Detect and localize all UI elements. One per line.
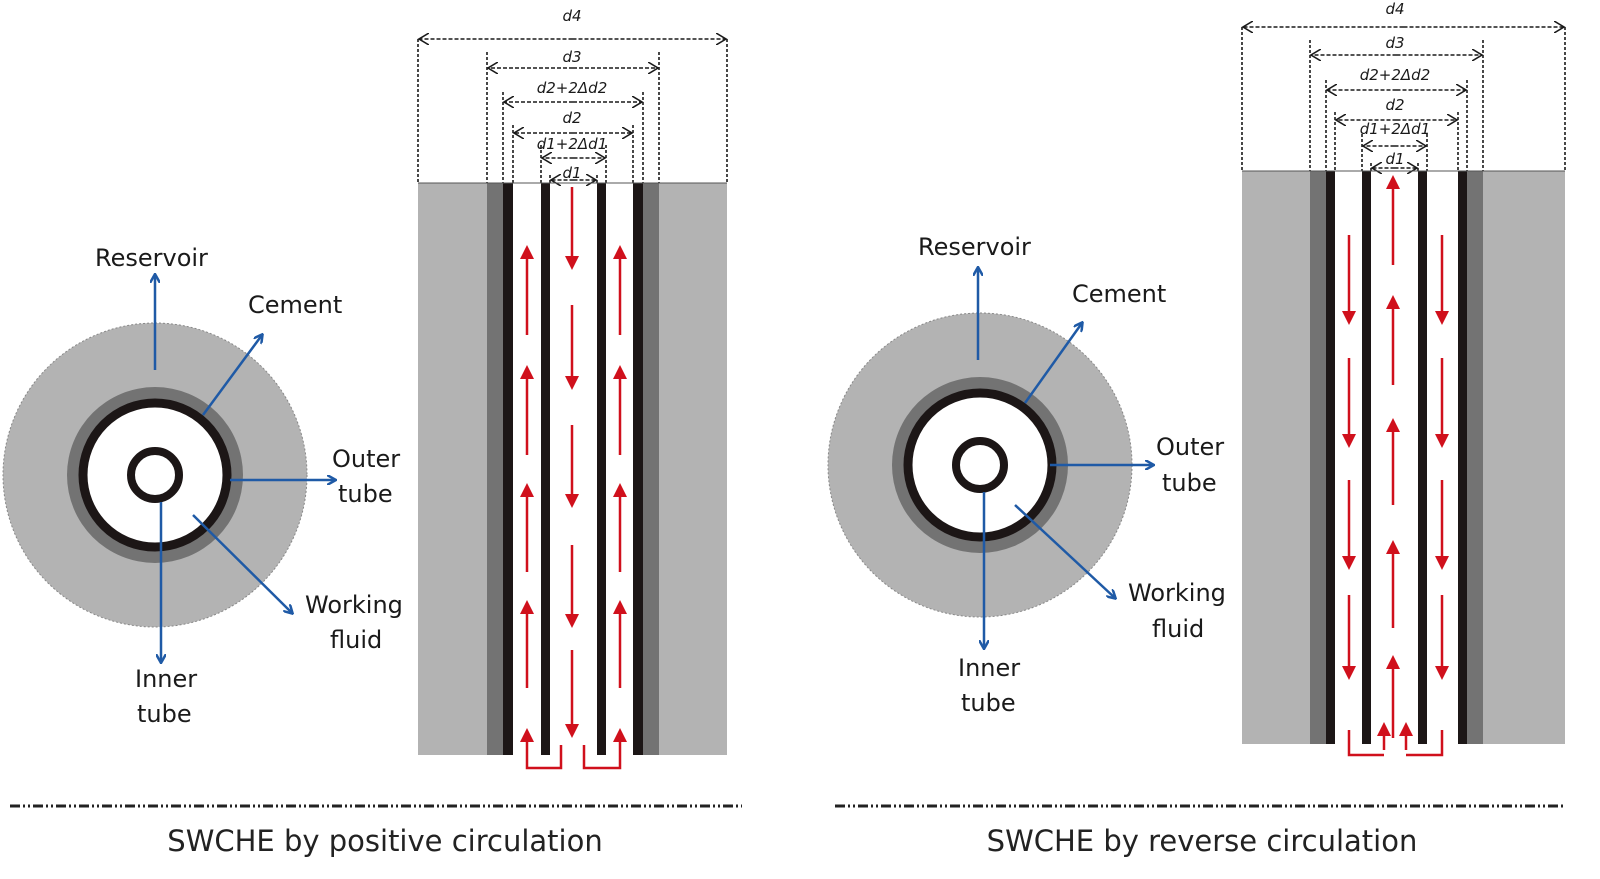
cement-label: Cement — [1072, 280, 1166, 308]
dim-label-d2: d2 — [1385, 96, 1404, 114]
dim-label-d1-plus-delta: d1+2Δd1 — [1360, 120, 1431, 138]
dim-label-d2: d2 — [562, 109, 581, 127]
reservoir-right — [1483, 171, 1565, 744]
flow-arrowhead-icon — [1342, 434, 1356, 448]
dim-label-d3: d3 — [1385, 34, 1404, 52]
dim-label-d1: d1 — [562, 164, 581, 182]
dim-label-d1: d1 — [1385, 150, 1404, 168]
outer-tube-label-line1: Outer — [1156, 433, 1224, 461]
inner-tube-label-line2: tube — [137, 700, 192, 728]
cement-arrow-icon — [201, 335, 262, 416]
working-fluid-label-line2: fluid — [330, 626, 382, 654]
flow-arrowhead-icon — [565, 494, 579, 508]
cement-arrow-icon — [1023, 323, 1082, 404]
working-fluid-arrow-icon — [192, 514, 292, 613]
cement-label: Cement — [248, 291, 342, 319]
dimension-lines — [1241, 27, 1566, 171]
flow-arrowhead-icon — [613, 365, 627, 379]
inner-tube-wall-left — [1362, 171, 1371, 744]
flow-connector — [582, 745, 622, 770]
flow-arrowhead-icon — [1386, 418, 1400, 432]
inner-tube-ring — [127, 447, 183, 503]
cross-section — [2, 322, 308, 628]
working-fluid-label-line2: fluid — [1152, 615, 1204, 643]
flow-connector — [1347, 730, 1384, 757]
outer-tube-wall-right — [1458, 171, 1467, 744]
flow-arrowhead-icon — [520, 600, 534, 614]
dimension-lines — [417, 39, 728, 183]
flow-arrowhead-icon — [1386, 540, 1400, 554]
flow-arrowhead-icon — [1435, 434, 1449, 448]
dim-label-d2-plus-delta: d2+2Δd2 — [1360, 66, 1431, 84]
flow-arrowhead-icon — [1435, 666, 1449, 680]
flow-arrows — [520, 187, 627, 770]
panel-caption: SWCHE by reverse circulation — [987, 824, 1418, 858]
flow-arrowhead-icon — [565, 614, 579, 628]
inner-tube-label-line2: tube — [961, 689, 1016, 717]
dim-label-d4: d4 — [1385, 0, 1404, 18]
flow-arrowhead-icon — [1435, 311, 1449, 325]
cement-left — [1310, 171, 1326, 744]
flow-arrowhead-icon — [1386, 295, 1400, 309]
flow-connector — [1406, 730, 1444, 757]
flow-arrowhead-icon — [520, 245, 534, 259]
outer-tube-wall-right — [633, 183, 643, 755]
flow-arrowhead-icon — [1342, 556, 1356, 570]
inner-tube-ring — [952, 437, 1008, 493]
reservoir-right — [659, 183, 727, 755]
flow-arrowhead-icon — [613, 600, 627, 614]
label-arrows — [155, 275, 335, 662]
cross-section — [827, 312, 1133, 618]
flow-arrowhead-icon — [1386, 175, 1400, 189]
flow-arrowhead-icon — [1386, 655, 1400, 669]
dim-label-d2-plus-delta: d2+2Δd2 — [537, 79, 608, 97]
flow-arrowhead-icon — [613, 483, 627, 497]
working-fluid-label-line1: Working — [1128, 579, 1226, 607]
panel-positive: Reservoir Cement Outer tube Working flui… — [2, 7, 742, 858]
flow-arrowhead-icon — [1377, 722, 1391, 736]
flow-arrowhead-icon — [520, 483, 534, 497]
cement-right — [1467, 171, 1483, 744]
flow-arrowhead-icon — [613, 245, 627, 259]
inner-tube-label-line1: Inner — [958, 654, 1020, 682]
flow-arrows — [1342, 175, 1449, 757]
reservoir-left — [418, 183, 487, 755]
flow-arrowhead-icon — [520, 365, 534, 379]
outer-tube-label-line2: tube — [338, 480, 393, 508]
reservoir-label: Reservoir — [95, 244, 208, 272]
flow-arrowhead-icon — [1342, 311, 1356, 325]
reservoir-left — [1242, 171, 1310, 744]
panel-caption: SWCHE by positive circulation — [167, 824, 602, 858]
outer-tube-label-line2: tube — [1162, 469, 1217, 497]
longitudinal-section — [1242, 171, 1565, 744]
outer-tube-label-line1: Outer — [332, 445, 400, 473]
flow-arrowhead-icon — [565, 256, 579, 270]
dim-label-d1-plus-delta: d1+2Δd1 — [537, 135, 608, 153]
flow-arrowhead-icon — [613, 728, 627, 742]
cement-right — [643, 183, 659, 755]
working-fluid-arrow-icon — [1014, 504, 1115, 598]
working-fluid-label-line1: Working — [305, 591, 403, 619]
flow-arrowhead-icon — [1342, 666, 1356, 680]
flow-arrowhead-icon — [1435, 556, 1449, 570]
flow-arrowhead-icon — [1399, 722, 1413, 736]
inner-tube-wall-right — [597, 183, 606, 755]
dim-label-d3: d3 — [562, 48, 581, 66]
flow-connector — [525, 745, 563, 770]
flow-arrowhead-icon — [565, 376, 579, 390]
flow-arrowhead-icon — [520, 728, 534, 742]
longitudinal-section — [418, 183, 727, 755]
panel-reverse: Reservoir Cement Outer tube Working flui… — [827, 0, 1566, 858]
outer-tube-wall-left — [503, 183, 513, 755]
inner-tube-wall-left — [541, 183, 550, 755]
outer-tube-wall-left — [1326, 171, 1335, 744]
flow-arrowhead-icon — [565, 724, 579, 738]
label-arrows — [978, 268, 1153, 648]
dim-label-d4: d4 — [562, 7, 581, 25]
reservoir-label: Reservoir — [918, 233, 1031, 261]
inner-tube-wall-right — [1418, 171, 1427, 744]
inner-tube-label-line1: Inner — [135, 665, 197, 693]
cement-left — [487, 183, 503, 755]
